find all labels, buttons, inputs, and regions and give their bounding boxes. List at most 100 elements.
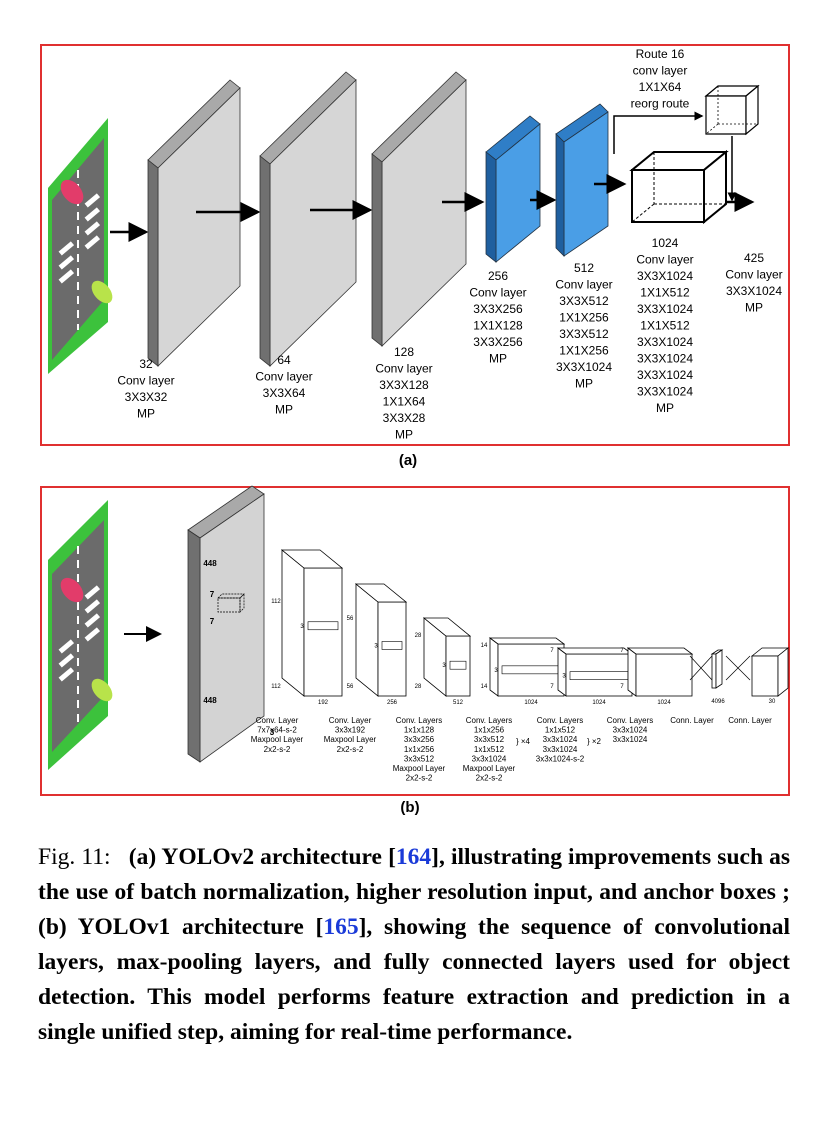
block-4-width: 1024: [524, 700, 538, 706]
conv-block-2: [354, 583, 408, 697]
layer-a-7-line: Conv layer: [725, 268, 782, 282]
panel-a-label: (a): [398, 452, 418, 469]
block-5-height: 7: [550, 648, 554, 654]
layer-a-6-line: 1X1X512: [640, 319, 690, 333]
layer-a-4-line: 3X3X256: [473, 335, 523, 349]
layer-b-3-line: Conv. Layers: [396, 716, 443, 725]
input-dim-bottom: 448: [203, 696, 217, 705]
layer-a-6-line: 3X3X1024: [637, 335, 693, 349]
layer-b-5-line: 3x3x1024-s-2: [536, 754, 585, 763]
layer-a-3-line: MP: [395, 428, 413, 442]
layer-a-1-line: MP: [137, 407, 155, 421]
block-4-height-2: 14: [481, 684, 488, 690]
layer-a-5-line: 3X3X1024: [556, 360, 612, 374]
layer-b-3-line: 1x1x256: [404, 745, 435, 754]
block-2-height-2: 56: [347, 684, 354, 690]
input-dim-top: 448: [203, 559, 217, 568]
caption-fig-number: Fig. 11:: [38, 844, 111, 870]
layer-b-2-line: Maxpool Layer: [324, 735, 377, 744]
layer-a-6-line: 1X1X512: [640, 286, 690, 300]
block-2-width: 256: [387, 700, 398, 706]
layer-a-6-line: 3X3X1024: [637, 368, 693, 382]
layer-a-1-line: Conv layer: [117, 374, 174, 388]
layer-a-2-line: MP: [275, 403, 293, 417]
layer-b-1-line: Conv. Layer: [256, 716, 299, 725]
layer-b-5-line: 1x1x512: [545, 726, 576, 735]
block-1-height: 112: [271, 599, 281, 605]
layer-a-4-line: 1X1X128: [473, 319, 523, 333]
route-label-line: reorg route: [631, 97, 690, 111]
layer-a-2-line: 3X3X64: [263, 386, 306, 400]
block-3-kernel: 3: [442, 663, 446, 669]
block-5-height-2: 7: [550, 684, 554, 690]
panel-b-label: (b): [400, 799, 420, 816]
figure-caption: Fig. 11: (a) YOLOv2 architecture [164 ], …: [38, 840, 790, 1050]
layer-b-2-line: 3x3x192: [335, 726, 366, 735]
block-1-width: 192: [318, 700, 329, 706]
caption-ref-164[interactable]: 164: [395, 844, 432, 870]
layer-a-4-line: MP: [489, 352, 507, 366]
layer-a-3-line: 1X1X64: [383, 395, 426, 409]
layer-slab-4: [485, 115, 541, 263]
layer-a-5-line: 1X1X256: [559, 344, 609, 358]
caption-part-c: ], showing the sequence of convolutional…: [38, 914, 790, 1045]
feature-cube: [629, 149, 729, 225]
block-3-height-2: 28: [415, 684, 422, 690]
block-1-kernel: 3: [300, 624, 304, 630]
block-4-kernel: 3: [494, 668, 498, 674]
layer-a-5-line: Conv layer: [555, 278, 612, 292]
input-kernel-a: 7: [210, 590, 215, 599]
layer-a-5-line: 3X3X512: [559, 327, 609, 341]
caption-ref-165[interactable]: 165: [323, 914, 359, 940]
layer-b-7-line: Conn. Layer: [670, 716, 714, 725]
layer-b-4-line: 3x3x1024: [472, 754, 507, 763]
layer-a-2-line: Conv layer: [255, 370, 312, 384]
layer-b-4-line: Conv. Layers: [466, 716, 513, 725]
layer-a-7-line: 3X3X1024: [726, 284, 782, 298]
layer-a-3-line: 128: [394, 345, 414, 359]
layer-a-4-line: 256: [488, 269, 508, 283]
conv-block-1: [280, 549, 344, 697]
layer-b-3-line: 3x3x256: [404, 735, 435, 744]
route-cube: [704, 84, 760, 136]
layer-a-7-line: 425: [744, 251, 764, 265]
layer-slab-2: [259, 71, 357, 367]
layer-a-4-line: Conv layer: [469, 286, 526, 300]
fc-dim-1: 4096: [711, 699, 725, 705]
caption-part-a: (a) YOLOv2 architecture [: [128, 844, 396, 870]
layer-b-3-line: 2x2-s-2: [406, 774, 433, 783]
layer-a-6-line: 3X3X1024: [637, 352, 693, 366]
panel-a-frame: [40, 44, 790, 446]
layer-a-5-line: MP: [575, 377, 593, 391]
panel-b-frame: [40, 486, 790, 796]
layer-a-1-line: 3X3X32: [125, 390, 168, 404]
conv-block-4: [488, 637, 566, 697]
conv-blocks-b: 1121121923565625632828512314141024377102…: [271, 549, 694, 706]
fc-dim-2: 30: [769, 699, 776, 705]
conv-block-3: [422, 617, 472, 697]
layer-b-1-line: 7x7x64-s-2: [257, 726, 297, 735]
layer-b-6-line: 3x3x1024: [613, 735, 648, 744]
route-label-line: Route 16: [636, 47, 685, 61]
input-image-b: [48, 500, 113, 770]
layer-b-4-repeat: } ×4: [516, 737, 531, 746]
layer-b-5-repeat: } ×2: [587, 737, 602, 746]
layer-b-4-line: 3x3x512: [474, 735, 505, 744]
layer-a-5-line: 1X1X256: [559, 311, 609, 325]
layer-a-6-line: 3X3X1024: [637, 269, 693, 283]
route-label-line: conv layer: [633, 64, 688, 78]
layer-a-6-line: 3X3X1024: [637, 385, 693, 399]
layer-a-3-line: 3X3X128: [379, 378, 429, 392]
layer-b-1-line: 2x2-s-2: [264, 745, 291, 754]
layer-b-6-line: 3x3x1024: [613, 726, 648, 735]
input-dim-depth: 3: [270, 728, 275, 737]
block-4-height: 14: [481, 643, 488, 649]
layer-a-6-line: Conv layer: [636, 253, 693, 267]
layer-a-5-line: 512: [574, 261, 594, 275]
layer-b-3-line: 3x3x512: [404, 754, 435, 763]
conv-block-6: [626, 647, 694, 697]
block-6-width: 1024: [657, 700, 671, 706]
layer-b-5-line: Conv. Layers: [537, 716, 584, 725]
